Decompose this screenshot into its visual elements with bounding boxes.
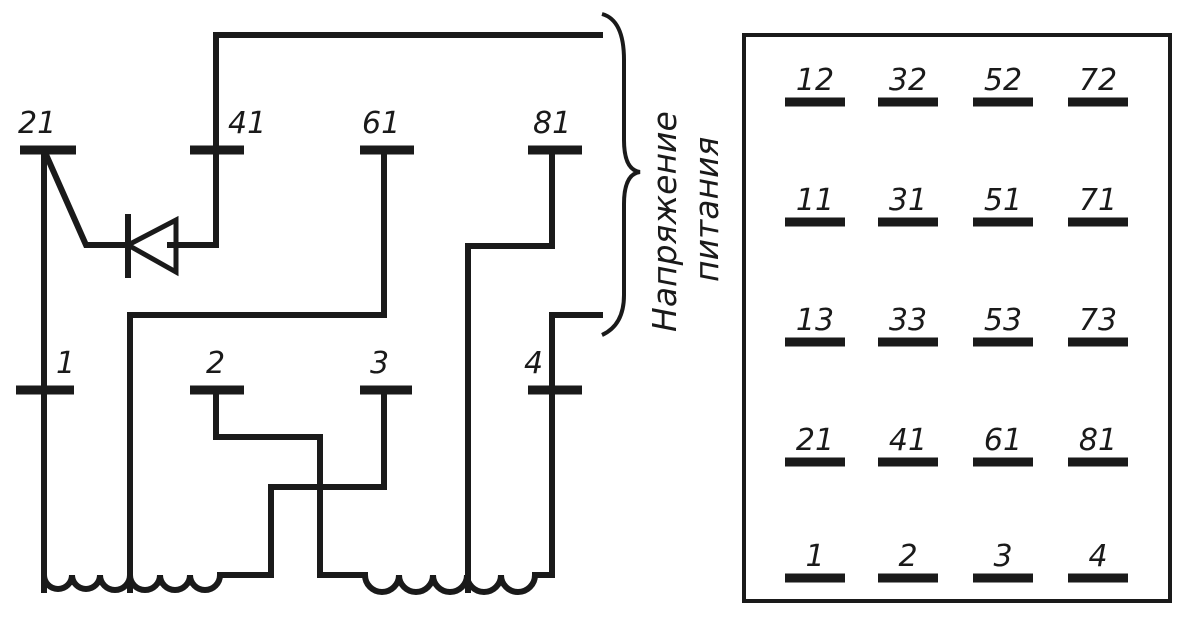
pin-label: 33: [889, 303, 927, 338]
pin-21: 21: [785, 423, 845, 467]
terminal-label-81: 81: [533, 106, 571, 141]
pin-33: 33: [878, 303, 938, 347]
pin-3: 3: [973, 539, 1033, 583]
pin-label: 3: [993, 539, 1012, 574]
pin-label: 13: [796, 303, 834, 338]
pin-11: 11: [785, 183, 845, 227]
pin-51: 51: [973, 183, 1033, 227]
pin-label: 4: [1088, 539, 1107, 574]
pin-2: 2: [878, 539, 938, 583]
pin-label: 1: [805, 539, 824, 574]
pin-71: 71: [1068, 183, 1128, 227]
pin-label: 51: [984, 183, 1022, 218]
wire-2-to-coil: [213, 387, 368, 578]
terminal-label-41: 41: [228, 106, 266, 141]
wire-4-to-supply: [549, 312, 603, 393]
pin-61: 61: [973, 423, 1033, 467]
pin-81: 81: [1068, 423, 1128, 467]
coil-left-winding: [41, 572, 235, 593]
coil-right-winding: [362, 572, 555, 595]
pin-4: 4: [1068, 539, 1128, 583]
supply-brace: [601, 12, 641, 337]
relay-schematic: 21 41 61 81 1 2 3 4 Напряжение питания: [16, 12, 726, 595]
terminal-label-61: 61: [362, 106, 400, 141]
pin-label: 53: [984, 303, 1022, 338]
pin-label: 73: [1079, 303, 1117, 338]
supply-label-line2: питания: [687, 137, 726, 282]
wire-3-to-coil: [229, 387, 387, 578]
pin-label: 32: [889, 63, 927, 98]
supply-label-line1: Напряжение: [645, 111, 684, 332]
pin-72: 72: [1068, 63, 1128, 107]
pin-31: 31: [878, 183, 938, 227]
wire-diode-to-41: [167, 147, 219, 248]
wire-61-to-coil: [127, 147, 387, 593]
pin-label: 52: [984, 63, 1022, 98]
diode-icon: [122, 214, 179, 278]
pin-label: 2: [898, 539, 917, 574]
pin-label: 12: [796, 63, 834, 98]
pin-label: 21: [796, 423, 834, 458]
pin-label: 11: [796, 183, 834, 218]
pin-label: 61: [984, 423, 1022, 458]
wire-21-to-diode: [40, 146, 131, 248]
pin-label: 71: [1079, 183, 1117, 218]
terminal-label-2: 2: [206, 346, 225, 381]
pin-52: 52: [973, 63, 1033, 107]
pin-1: 1: [785, 539, 845, 583]
pin-label: 72: [1079, 63, 1117, 98]
pin-label: 31: [889, 183, 927, 218]
pin-label: 81: [1079, 423, 1117, 458]
pin-label: 41: [889, 423, 927, 458]
terminal-label-21: 21: [18, 106, 56, 141]
terminal-label-1: 1: [56, 346, 75, 381]
terminal-label-3: 3: [370, 346, 389, 381]
pin-41: 41: [878, 423, 938, 467]
pin-12: 12: [785, 63, 845, 107]
terminal-label-4: 4: [524, 346, 543, 381]
wire-41-to-supply: [213, 32, 603, 153]
wire-81-to-coil: [465, 147, 555, 593]
pinout-frame: [742, 33, 1172, 603]
pin-32: 32: [878, 63, 938, 107]
pin-13: 13: [785, 303, 845, 347]
pin-73: 73: [1068, 303, 1128, 347]
pin-53: 53: [973, 303, 1033, 347]
